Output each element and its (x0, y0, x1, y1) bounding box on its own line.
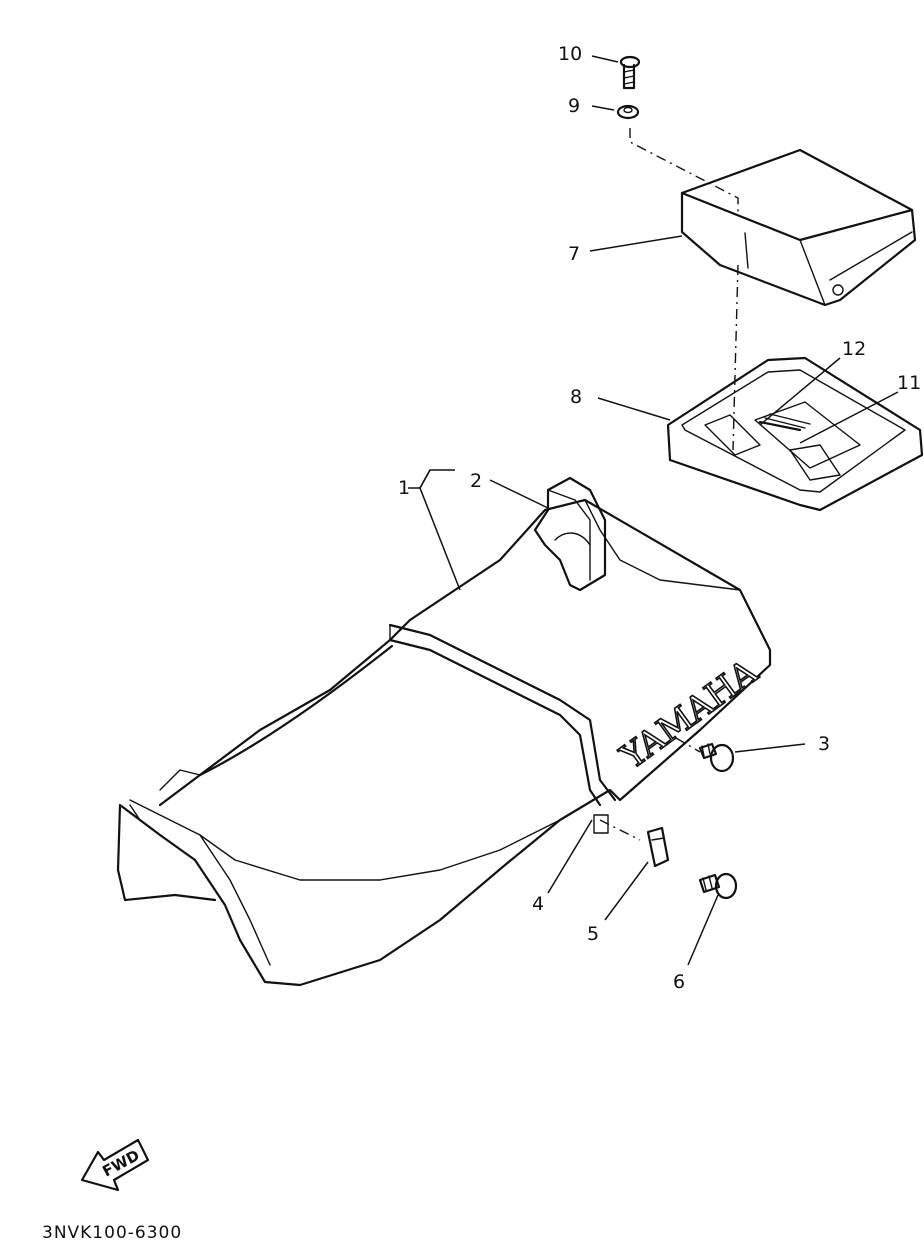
label-part-3: 3 (818, 733, 830, 755)
washer-part-9 (616, 104, 640, 120)
clip-part-5 (646, 826, 670, 868)
label-part-1: 1 (398, 477, 410, 499)
strap-clip (593, 814, 609, 834)
brand-lettering: YAMAHA (613, 652, 765, 778)
tray-part-8 (666, 356, 924, 512)
seat-strap (388, 623, 617, 802)
label-part-9: 9 (568, 95, 580, 117)
label-part-11: 11 (897, 372, 921, 394)
forward-arrow-icon: FWD (80, 1138, 150, 1192)
seat-body (116, 498, 772, 987)
label-part-12: 12 (842, 338, 866, 360)
label-part-10: 10 (558, 43, 582, 65)
label-part-7: 7 (568, 243, 580, 265)
label-part-6: 6 (673, 971, 685, 993)
seat-hook (533, 476, 607, 592)
seat-assembly: YAMAHA (116, 476, 772, 987)
label-part-2: 2 (470, 470, 482, 492)
label-part-4: 4 (532, 893, 544, 915)
screw-part-3 (698, 742, 735, 773)
label-sheet (754, 401, 861, 469)
label-part-8: 8 (570, 386, 582, 408)
screw-part-10 (619, 55, 641, 90)
cover-part-7 (680, 148, 917, 307)
label-part-5: 5 (587, 923, 599, 945)
diagram-reference-code: 3NVK100-6300 (42, 1223, 182, 1243)
screw-part-6 (698, 872, 738, 900)
